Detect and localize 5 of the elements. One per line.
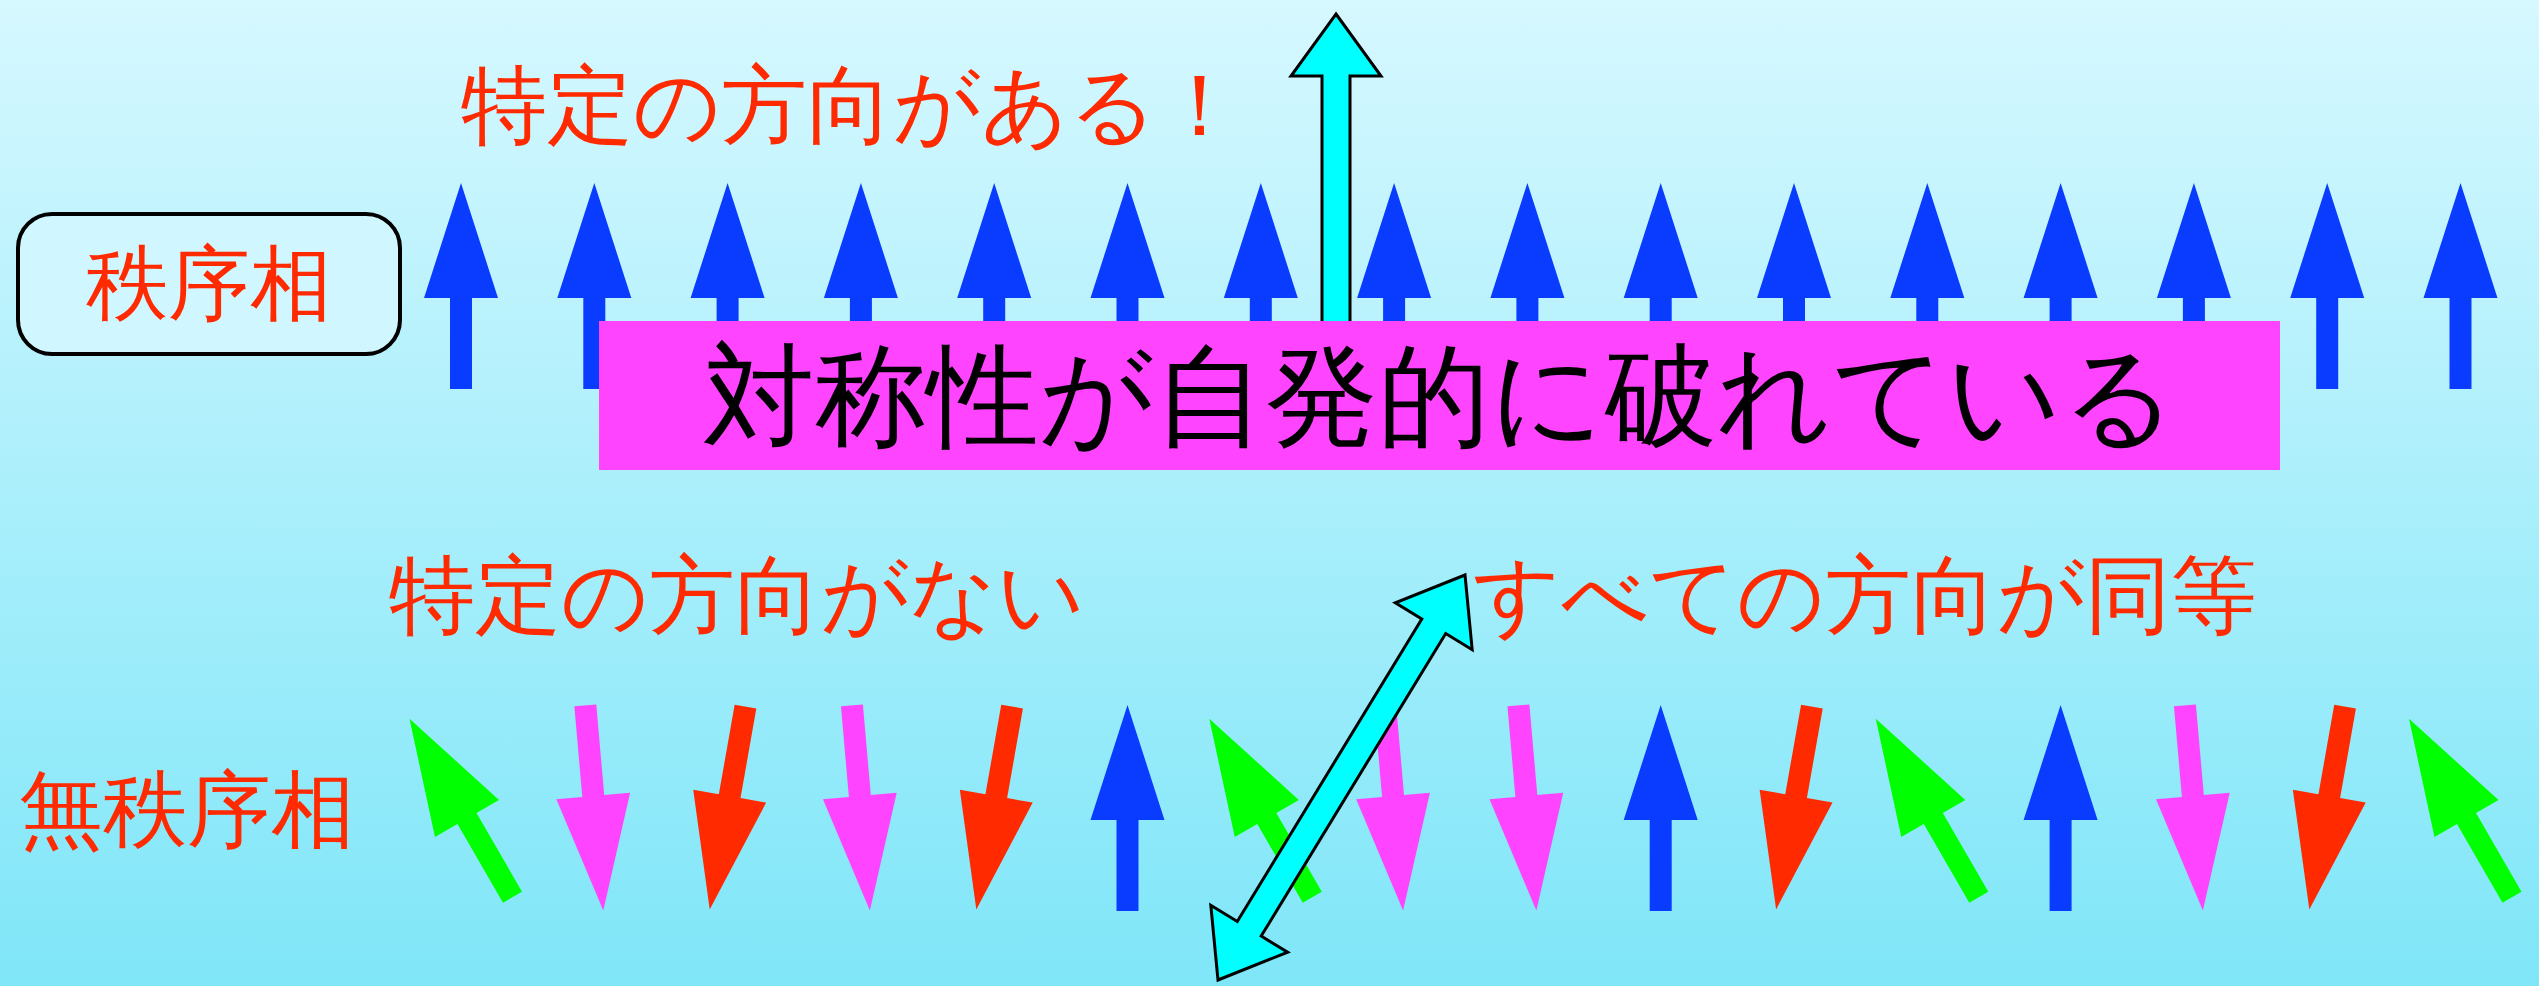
highlight-band <box>599 321 2280 470</box>
phase-box <box>16 212 402 356</box>
phase-label: 無秩序相 <box>19 768 355 852</box>
phase-label: 秩序相 <box>86 243 332 325</box>
heading-text: 対称性が自発的に破れている <box>702 339 2177 452</box>
